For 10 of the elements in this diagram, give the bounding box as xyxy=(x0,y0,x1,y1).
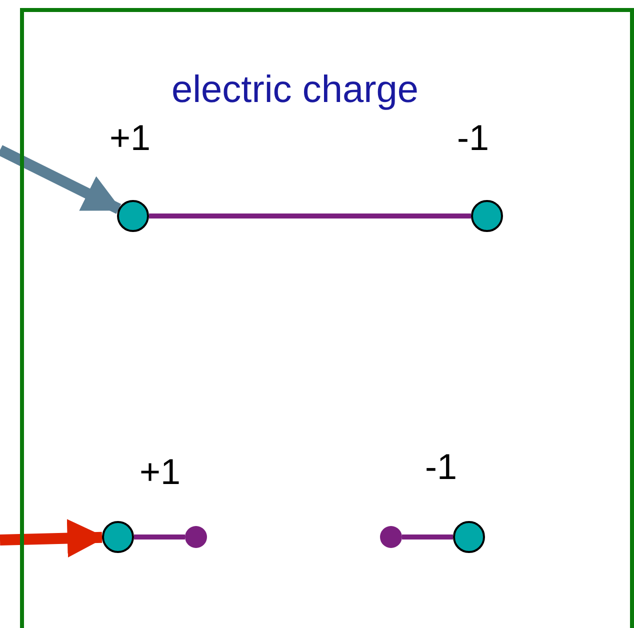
title: electric charge xyxy=(171,71,419,109)
charge-label: -1 xyxy=(425,449,457,485)
connector-line xyxy=(134,534,185,540)
arrow xyxy=(0,145,122,214)
panel-frame xyxy=(20,8,634,628)
charge-label: +1 xyxy=(139,454,181,490)
charge-label: -1 xyxy=(457,120,489,156)
connector-line xyxy=(149,214,471,218)
connector-line xyxy=(402,534,453,540)
charge-label: +1 xyxy=(109,120,151,156)
